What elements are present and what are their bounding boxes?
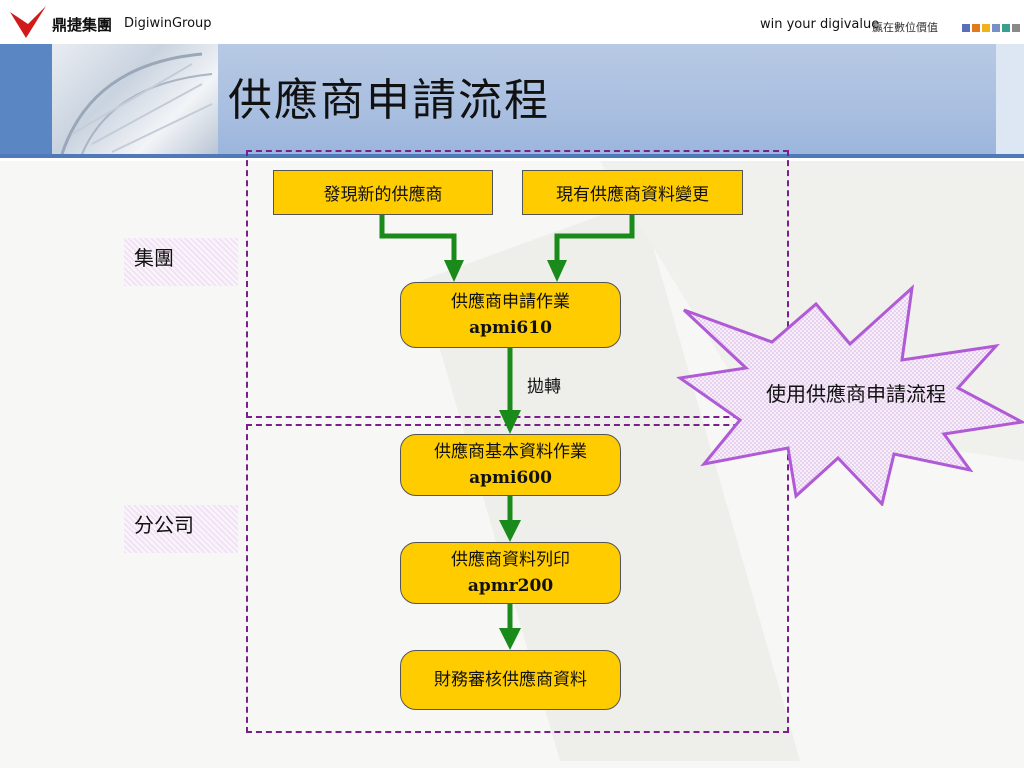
callout-text: 使用供應商申請流程 — [766, 382, 946, 406]
branch-region — [246, 424, 789, 733]
print-code: apmr200 — [467, 576, 554, 596]
staircase-icon — [60, 52, 213, 155]
apply-box: 供應商申請作業 apmi610 — [400, 282, 621, 348]
arrowhead-2 — [547, 260, 567, 282]
logo-brand: DigiwinGroup — [124, 16, 212, 31]
change-box: 現有供應商資料變更 — [522, 170, 743, 215]
apply-code: apmi610 — [469, 318, 552, 338]
accent-square — [962, 24, 970, 32]
accent-square — [982, 24, 990, 32]
accent-square — [992, 24, 1000, 32]
print-name: 供應商資料列印 — [451, 550, 570, 570]
starburst-callout — [676, 284, 1024, 506]
page-title: 供應商申請流程 — [228, 75, 550, 126]
title-band-right-accent — [996, 44, 1024, 156]
top-bar — [0, 0, 1024, 44]
arrowhead-5 — [499, 628, 521, 650]
group-label-text: 集團 — [134, 246, 174, 270]
print-box: 供應商資料列印 apmr200 — [400, 542, 621, 604]
arrowhead-3 — [499, 410, 521, 434]
title-band-left-accent — [0, 44, 52, 156]
slogan-cn: 贏在數位價值 — [872, 21, 938, 34]
change-text: 現有供應商資料變更 — [556, 185, 709, 205]
discover-box: 發現新的供應商 — [273, 170, 493, 215]
basic-box: 供應商基本資料作業 apmi600 — [400, 434, 621, 496]
accent-square — [1012, 24, 1020, 32]
basic-name: 供應商基本資料作業 — [434, 442, 587, 462]
logo-text: 鼎捷集團 — [52, 16, 113, 34]
title-divider — [0, 154, 1024, 158]
group-label: 集團 — [124, 238, 238, 286]
accent-square — [1002, 24, 1010, 32]
digiwin-logo-icon — [10, 6, 46, 38]
arrow-change-to-apply — [554, 214, 635, 262]
staircase-photo — [52, 44, 218, 156]
accent-square — [972, 24, 980, 32]
apply-name: 供應商申請作業 — [451, 292, 570, 312]
basic-code: apmi600 — [469, 468, 552, 488]
title-divider-light — [0, 158, 1024, 161]
slogan: win your digivalue — [760, 17, 880, 32]
arrowhead-1 — [444, 260, 464, 282]
arrow-discover-to-apply — [379, 214, 457, 262]
branch-label: 分公司 — [124, 505, 238, 553]
branch-label-text: 分公司 — [134, 513, 194, 537]
discover-text: 發現新的供應商 — [323, 185, 443, 205]
arrowhead-4 — [499, 520, 521, 542]
review-box: 財務審核供應商資料 — [400, 650, 621, 710]
review-text: 財務審核供應商資料 — [434, 670, 587, 690]
transfer-label: 拋轉 — [527, 377, 561, 397]
